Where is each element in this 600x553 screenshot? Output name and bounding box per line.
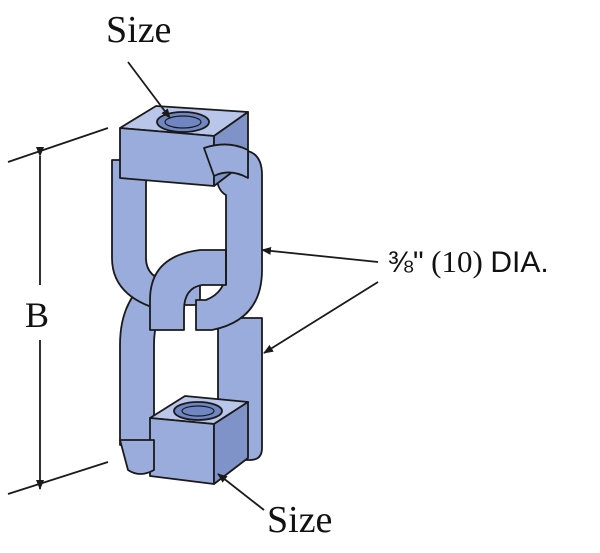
- chain-link-upper: [111, 149, 263, 331]
- diameter-fraction: ⅜": [388, 246, 424, 279]
- top-nut-front-face: [119, 127, 215, 187]
- bottom-nut-left-elbow: [119, 439, 155, 475]
- dimension-top-extension: [7, 127, 109, 163]
- top-nut-elbow: [203, 143, 249, 179]
- diameter-metric: (10): [431, 244, 483, 279]
- diameter-label: ⅜" (10) DIA.: [388, 244, 549, 280]
- dimension-b-label: B: [25, 295, 50, 335]
- leader-arrows: [127, 61, 379, 511]
- diameter-abbr: DIA.: [490, 246, 549, 279]
- size-bottom-arrow: [217, 473, 265, 511]
- top-square-nut: [119, 105, 249, 187]
- dia-arrow-upper: [261, 246, 379, 263]
- bottom-square-nut: [119, 395, 249, 485]
- bottom-nut-thread-hole: [173, 401, 223, 421]
- bottom-nut-front-face: [149, 417, 215, 485]
- dia-arrow-lower: [263, 281, 379, 354]
- size-label-bottom: Size: [267, 499, 333, 541]
- dimension-b-lines: [7, 127, 109, 495]
- size-top-arrow: [127, 61, 171, 119]
- bottom-nut-side-face: [213, 401, 249, 485]
- size-label-top: Size: [106, 9, 172, 51]
- dimension-bottom-extension: [7, 461, 109, 495]
